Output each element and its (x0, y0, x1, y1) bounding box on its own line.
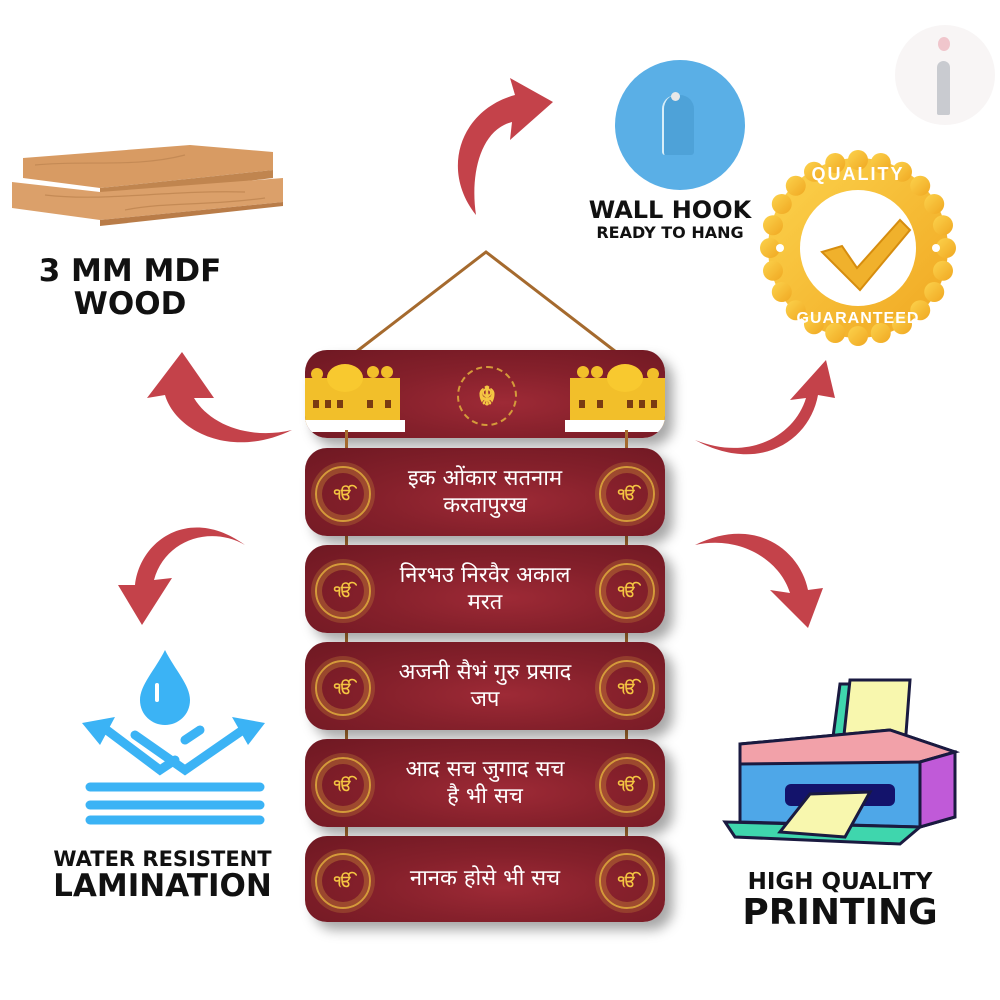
hook-label: WALL HOOK READY TO HANG (570, 196, 770, 243)
badge-scallop (892, 314, 912, 335)
golden-temple-left (305, 364, 405, 432)
ek-onkar-medal-icon: ੴ (315, 757, 371, 813)
badge-scallop (825, 323, 846, 344)
text-plank: ੴ नानक होसे भी सच ੴ (305, 836, 665, 922)
badge-scallop (804, 314, 824, 335)
plank-line: नानक होसे भी सच (409, 866, 561, 892)
water-line2: LAMINATION (53, 868, 272, 905)
quality-top-text: QUALITY (811, 164, 905, 184)
arrow-up-right-2-icon (695, 360, 835, 455)
plank-line: करतापुरख (443, 493, 527, 518)
water-drop-icon (82, 650, 265, 825)
water-label: WATER RESISTENT LAMINATION (30, 848, 295, 903)
quality-badge-icon: QUALITY GUARANTEED (760, 150, 956, 346)
badge-scallop (771, 194, 792, 214)
badge-scallop (924, 282, 945, 302)
ek-onkar-medal-icon: ੴ (599, 853, 655, 909)
ek-onkar-medal-icon: ੴ (315, 853, 371, 909)
badge-scallop (762, 215, 783, 236)
rope-right (625, 430, 628, 850)
plank-line: इक ओंकार सतनाम (407, 465, 563, 491)
quality-bottom-text: GUARANTEED (796, 310, 920, 327)
badge-scallop (870, 323, 891, 344)
badge-scallop (924, 194, 945, 214)
watermark-bar (937, 61, 950, 115)
ek-onkar-medal-icon: ੴ (315, 563, 371, 619)
mdf-line1: 3 MM MDF (38, 253, 222, 289)
ek-onkar-medal-icon: ੴ (599, 757, 655, 813)
badge-scallop (771, 282, 792, 302)
plank-line: जप (470, 687, 500, 712)
badge-scallop (785, 300, 806, 321)
water-line1: WATER RESISTENT (53, 847, 272, 871)
printing-label: HIGH QUALITY PRINTING (700, 870, 980, 932)
printing-line1: HIGH QUALITY (747, 869, 933, 895)
watermark-dot (938, 37, 950, 51)
badge-scallop (933, 260, 954, 281)
ek-onkar-medal-icon: ੴ (315, 466, 371, 522)
badge-scallop (910, 300, 931, 321)
golden-temple-right (565, 364, 665, 432)
watermark-logo (895, 25, 995, 125)
badge-scallop (785, 175, 806, 196)
hook-line2: READY TO HANG (596, 223, 744, 243)
badge-scallop (933, 215, 954, 236)
ek-onkar-medal-icon: ੴ (599, 466, 655, 522)
badge-scallop (910, 175, 931, 196)
badge-scallop (848, 150, 868, 170)
arrow-up-right-icon (457, 78, 553, 215)
printing-line2: PRINTING (742, 892, 938, 934)
badge-scallop (848, 326, 868, 346)
wall-hook-icon (615, 60, 745, 190)
badge-scallop (892, 161, 912, 182)
badge-scallop (870, 152, 891, 173)
plank-line: अजनी सैभं गुरु प्रसाद (398, 659, 572, 685)
badge-scallop (825, 152, 846, 173)
plank-line: मरत (467, 590, 503, 615)
arrow-down-right-icon (695, 533, 823, 628)
badge-scallop (936, 238, 956, 258)
khanda-icon: ☬ (457, 366, 517, 426)
ek-onkar-medal-icon: ੴ (599, 563, 655, 619)
ek-onkar-medal-icon: ੴ (315, 660, 371, 716)
badge-scallop (804, 161, 824, 182)
arrow-down-left-icon (118, 527, 245, 625)
plank-line: है भी सच (447, 784, 523, 809)
plank-line: आद सच जुगाद सच (405, 756, 565, 782)
printer-icon (722, 678, 961, 846)
ek-onkar-medal-icon: ੴ (599, 660, 655, 716)
badge-scallop (762, 260, 783, 281)
hook-line1: WALL HOOK (588, 196, 752, 224)
arrow-up-left-icon (147, 352, 292, 443)
plank-line: निरभउ निरवैर अकाल (399, 562, 571, 588)
rope-left (345, 430, 348, 850)
wood-planks-icon (12, 145, 283, 226)
mdf-label: 3 MM MDF WOOD (15, 255, 245, 320)
header-plank: ☬ (305, 350, 665, 438)
badge-scallop (760, 238, 780, 258)
mdf-line2: WOOD (73, 285, 187, 322)
